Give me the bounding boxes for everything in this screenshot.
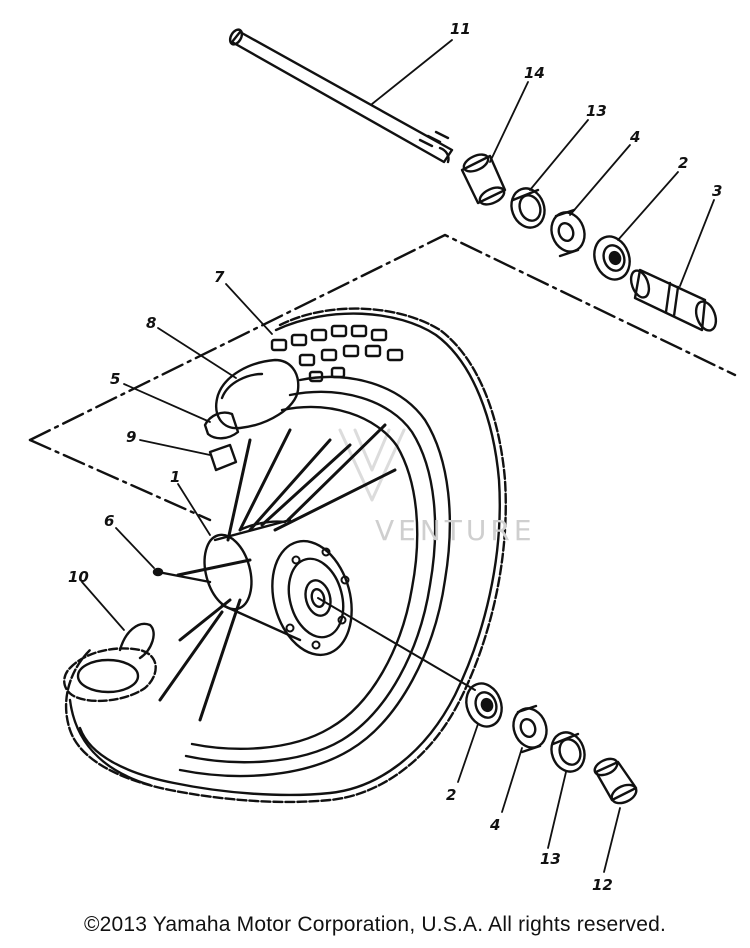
callout-4-lower: 4 (489, 816, 500, 834)
rim (184, 390, 437, 764)
callout-12: 12 (592, 876, 613, 894)
collar-14 (460, 153, 507, 206)
tread-blocks (270, 324, 404, 383)
spoke-nipple-6 (152, 567, 212, 584)
spacer-4-upper (550, 208, 586, 258)
copyright-notice: ©2013 Yamaha Motor Corporation, U.S.A. A… (83, 913, 667, 936)
watermark-logo (338, 428, 406, 502)
spokes (158, 423, 397, 722)
tire (64, 307, 507, 804)
callout-3: 3 (712, 182, 722, 200)
oil-seal-13-upper (510, 187, 546, 229)
oil-seal-13-lower (550, 731, 586, 773)
callout-9: 9 (126, 428, 136, 446)
axle-11 (228, 28, 454, 164)
callout-2-upper: 2 (678, 154, 688, 172)
callout-14: 14 (524, 64, 545, 82)
nut-9 (208, 443, 238, 472)
callout-8: 8 (146, 314, 156, 332)
rim-band-8 (215, 358, 300, 430)
hub (203, 518, 353, 657)
callout-13-lower: 13 (540, 850, 561, 868)
callout-11: 11 (450, 20, 471, 38)
callout-labels: 11 14 13 4 2 3 7 8 5 9 1 6 10 2 4 13 12 (68, 20, 722, 894)
assembly-frame-line (28, 233, 737, 442)
spacer-4-lower (512, 704, 548, 754)
assembly-frame-line (28, 438, 212, 522)
watermark-text: VENTURE (375, 514, 536, 547)
callout-13-upper: 13 (586, 102, 607, 120)
collar-12 (593, 757, 638, 805)
callout-1: 1 (170, 468, 180, 486)
callout-2-lower: 2 (446, 786, 456, 804)
bearing-2-upper (593, 235, 631, 281)
rim-lock-5 (203, 411, 240, 440)
leader-lines (81, 39, 715, 873)
callout-10: 10 (68, 568, 89, 586)
callout-4-upper: 4 (629, 128, 640, 146)
spacer-3 (629, 268, 718, 332)
callout-5: 5 (110, 370, 120, 388)
callout-6: 6 (104, 512, 114, 530)
tube-10 (63, 622, 157, 787)
hub-bolt-holes (285, 547, 350, 650)
axle-center-line (317, 597, 476, 691)
callout-7: 7 (214, 268, 225, 286)
bearing-2-lower (465, 682, 503, 728)
brake-hub-flange (271, 539, 353, 657)
